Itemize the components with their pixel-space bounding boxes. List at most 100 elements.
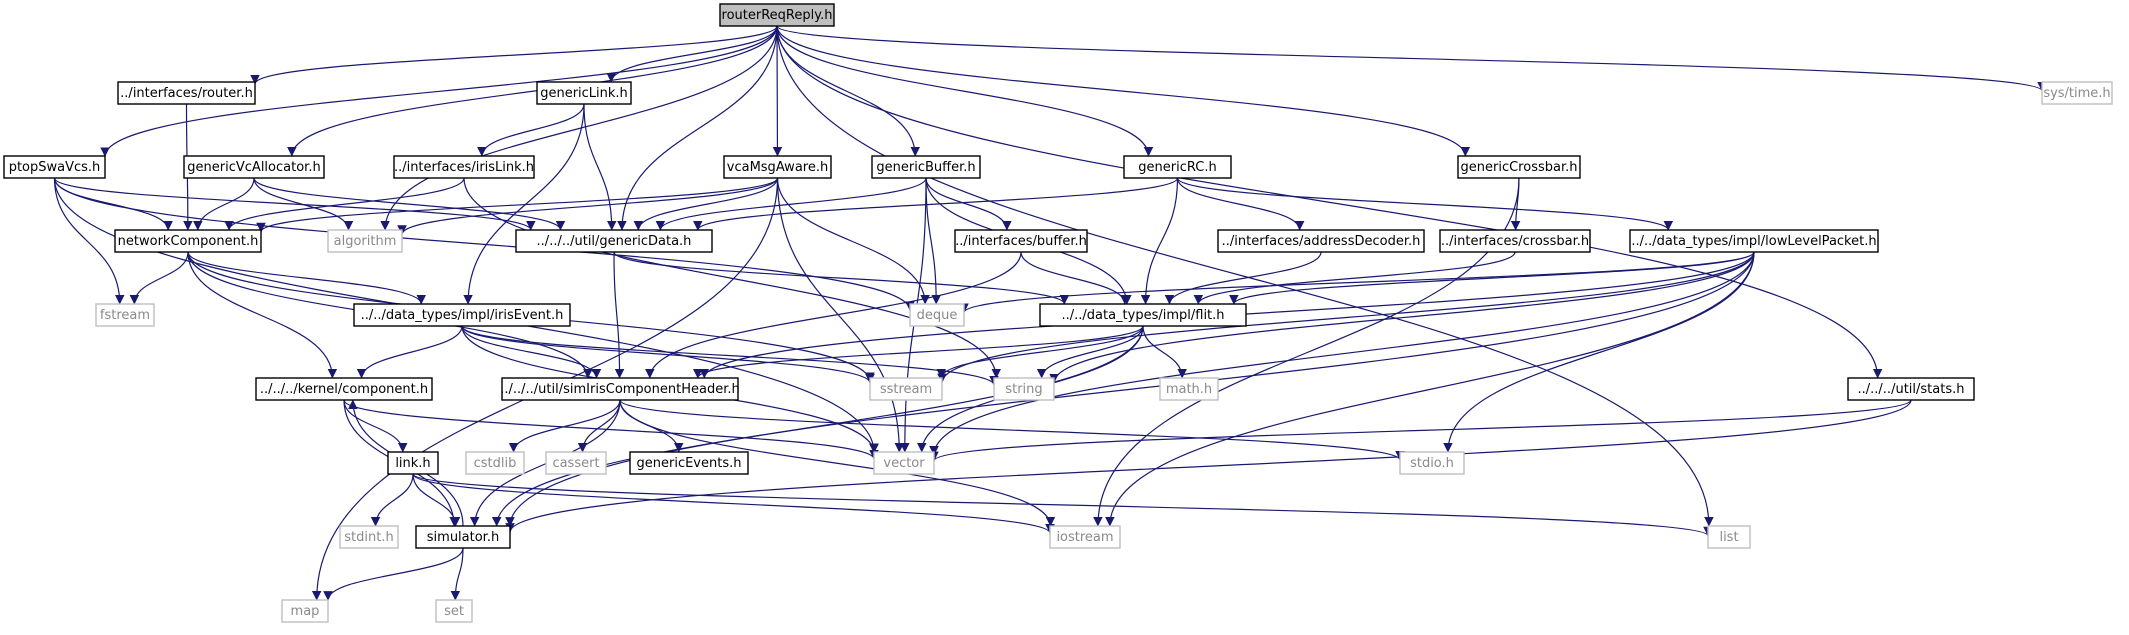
node-link[interactable]: link.h — [387, 451, 439, 475]
node-irisLink[interactable]: ../interfaces/irisLink.h — [393, 155, 535, 179]
node-irisEvent[interactable]: ../../data_types/impl/irisEvent.h — [353, 303, 571, 327]
node-label: algorithm — [334, 234, 397, 249]
node-label: ../../../util/stats.h — [1858, 382, 1965, 397]
node-genericLink[interactable]: genericLink.h — [536, 81, 632, 105]
node-stdio: stdio.h — [1399, 451, 1465, 475]
dependency-edge-irisLink-to-string — [463, 177, 1002, 379]
node-lowLevel[interactable]: ../../data_types/impl/lowLevelPacket.h — [1629, 229, 1879, 253]
node-component[interactable]: ../../../kernel/component.h — [255, 377, 433, 401]
dependency-edge-flit-to-math — [1142, 325, 1187, 379]
dependency-edge-link-to-list — [412, 473, 1713, 537]
node-label: list — [1719, 530, 1738, 545]
node-vcaMsg[interactable]: vcaMsgAware.h — [723, 155, 832, 179]
node-stats[interactable]: ../../../util/stats.h — [1847, 377, 1975, 401]
node-label: stdint.h — [344, 530, 393, 545]
node-simIris[interactable]: ../../../util/simIrisComponentHeader.h — [500, 377, 740, 401]
node-box — [909, 303, 965, 327]
dependency-edge-genRC-to-genData — [693, 177, 1179, 231]
node-box — [629, 451, 749, 475]
dependency-edge-lowLevel-to-stdio — [1443, 251, 1755, 453]
dependency-edge-simulator-to-set — [450, 547, 464, 601]
node-root[interactable]: routerReqReply.h — [719, 3, 835, 27]
node-box — [719, 3, 835, 27]
dependency-edge-flit-to-sstream — [936, 325, 1144, 379]
node-sstream: sstream — [869, 377, 943, 401]
node-box — [536, 81, 632, 105]
dependency-edge-addrDec-to-flit — [1164, 251, 1322, 305]
node-box — [183, 155, 325, 179]
dependency-edge-lowLevel-to-flit — [1229, 251, 1755, 305]
dependency-edge-root-to-genRC — [776, 25, 1154, 157]
node-flit[interactable]: ../../data_types/impl/flit.h — [1039, 303, 1247, 327]
node-box — [1159, 377, 1219, 401]
dependency-edge-root-to-genBuffer — [776, 25, 920, 157]
dependency-edge-simIris-to-stdio — [619, 399, 1405, 461]
dependency-edge-genBuffer-to-genData — [655, 177, 927, 231]
dependency-edge-vcalloc-to-algorithm — [253, 177, 354, 231]
node-string: string — [993, 377, 1055, 401]
node-label: string — [1005, 382, 1042, 397]
node-box — [993, 377, 1055, 401]
node-simulator[interactable]: simulator.h — [415, 525, 511, 549]
node-label: genericBuffer.h — [876, 160, 975, 175]
dependency-edge-link-to-stdint — [370, 473, 414, 527]
node-buffer[interactable]: ../interfaces/buffer.h — [954, 229, 1088, 253]
node-vector: vector — [873, 451, 935, 475]
node-genBuffer[interactable]: genericBuffer.h — [871, 155, 981, 179]
node-map: map — [281, 599, 329, 623]
dependency-edge-genRC-to-flit — [1140, 177, 1179, 305]
node-stdint: stdint.h — [339, 525, 399, 549]
dependency-edge-vcaMsg-to-algorithm — [397, 177, 779, 235]
dependency-edge-lowLevel-to-iostream — [1105, 251, 1755, 527]
node-box — [393, 155, 535, 179]
dependency-edge-buffer-to-simIris — [645, 251, 1022, 379]
node-label: ../interfaces/router.h — [120, 86, 253, 101]
dependency-edge-root-to-genericLink — [606, 25, 778, 83]
node-label: vector — [883, 456, 925, 471]
node-label: ptopSwaVcs.h — [9, 160, 101, 175]
node-box — [1399, 451, 1465, 475]
dependency-edge-flit-to-simulator — [491, 325, 1144, 527]
dependency-edge-ptop-to-genData — [53, 177, 536, 231]
node-genRC[interactable]: genericRC.h — [1123, 155, 1232, 179]
dependency-edge-root-to-list — [776, 25, 1714, 527]
dependency-edge-simIris-to-cstdlib — [508, 399, 621, 453]
dependency-edge-root-to-vcalloc — [287, 25, 778, 157]
node-label: ../interfaces/crossbar.h — [1441, 234, 1589, 249]
node-box — [545, 451, 607, 475]
dependency-edge-simulator-to-map — [323, 547, 464, 601]
node-set: set — [435, 599, 473, 623]
dependency-edge-irisEvent-to-component — [356, 325, 463, 379]
node-box — [871, 155, 981, 179]
dependency-edge-ptop-to-deque — [53, 177, 915, 311]
node-ptop[interactable]: ptopSwaVcs.h — [3, 155, 106, 179]
node-box — [3, 155, 106, 179]
node-genData[interactable]: ../../../util/genericData.h — [515, 229, 713, 253]
dependency-edge-vcalloc-to-genData — [253, 177, 566, 231]
node-cstdlib: cstdlib — [465, 451, 525, 475]
node-genXbar[interactable]: genericCrossbar.h — [1457, 155, 1581, 179]
node-crossbar[interactable]: ../interfaces/crossbar.h — [1439, 229, 1591, 253]
node-addrDec[interactable]: ../interfaces/addressDecoder.h — [1217, 229, 1425, 253]
dependency-edge-simIris-to-cassert — [577, 399, 621, 453]
node-label: link.h — [395, 456, 430, 471]
node-netComp[interactable]: networkComponent.h — [114, 229, 262, 253]
node-label: simulator.h — [427, 530, 499, 545]
node-label: genericCrossbar.h — [1461, 160, 1578, 175]
dependency-edge-lowLevel-to-string — [1049, 251, 1755, 384]
node-box — [114, 229, 262, 253]
node-genEvents[interactable]: genericEvents.h — [629, 451, 749, 475]
dependency-edge-irisLink-to-netComp — [224, 177, 465, 231]
dependency-edge-genRC-to-lowLevel — [1176, 177, 1673, 231]
dependency-edge-root-to-router — [250, 25, 778, 85]
dependency-edge-flit-to-simIris — [693, 325, 1144, 379]
node-router[interactable]: ../interfaces/router.h — [117, 81, 256, 105]
node-layer: routerReqReply.h ../interfaces/router.h ge… — [3, 3, 2113, 623]
dependency-edge-component-to-vector — [343, 399, 879, 460]
node-box — [435, 599, 473, 623]
node-label: genericLink.h — [540, 86, 628, 101]
node-vcalloc[interactable]: genericVcAllocator.h — [183, 155, 325, 179]
node-math: math.h — [1159, 377, 1219, 401]
node-label: genericRC.h — [1138, 160, 1216, 175]
dependency-edge-lowLevel-to-sstream — [937, 251, 1755, 384]
